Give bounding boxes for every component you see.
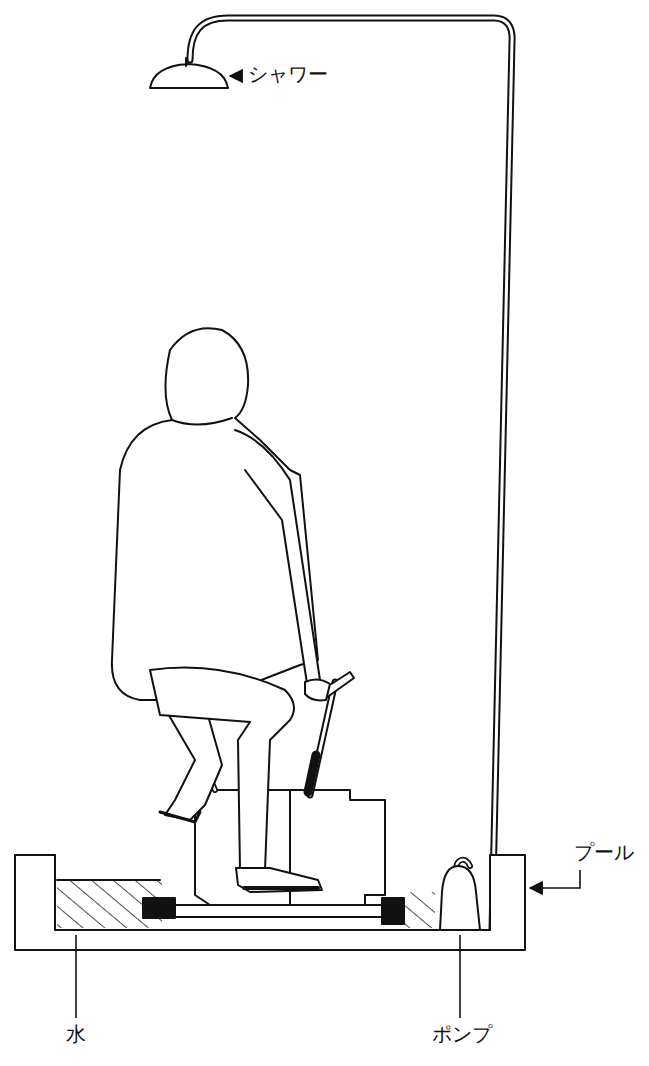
water: [405, 892, 435, 928]
leader-line: [459, 935, 461, 1018]
water-surface: [57, 879, 160, 881]
leader-line: [530, 870, 580, 888]
shower-head: [150, 58, 228, 88]
person: [112, 328, 330, 892]
leader-line: [230, 75, 243, 77]
part-label: 水: [64, 1022, 88, 1046]
leader-line: [75, 935, 77, 1018]
part-label: プール: [572, 840, 636, 864]
pump: [440, 866, 480, 930]
part-label: シャワー: [246, 62, 330, 86]
part-label: ポンプ: [430, 1022, 494, 1046]
